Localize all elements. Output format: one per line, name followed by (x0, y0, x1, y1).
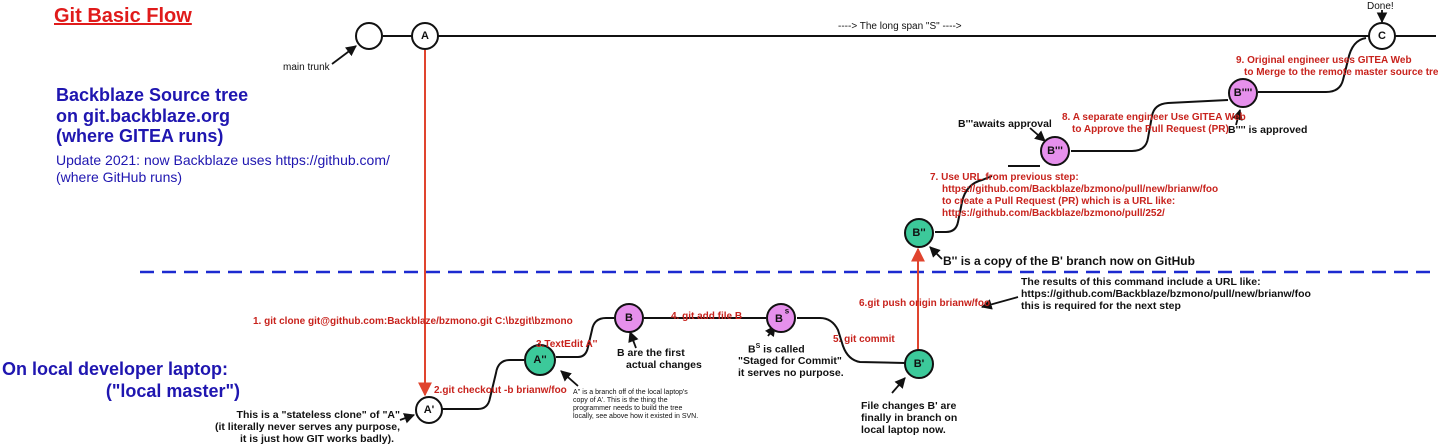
local-heading-1: On local developer laptop: (2, 359, 229, 379)
step-3: 3.TextEdit A'' (536, 339, 598, 350)
node-b-label: B (625, 312, 633, 324)
step-7-line1: 7. Use URL from previous step: (930, 172, 1079, 183)
node-b-staged-label: B (775, 313, 783, 325)
long-span-label: ----> The long span "S" ----> (838, 21, 962, 32)
step-7-line2: https://github.com/Backblaze/bzmono/pull… (942, 184, 1219, 195)
node-b-tprime-label: B''' (1047, 145, 1063, 157)
step-7-line4: https://github.com/Backblaze/bzmono/pull… (942, 208, 1165, 219)
a-dprime-pointer (560, 370, 579, 387)
step-9-line2: to Merge to the remote master source tre… (1244, 67, 1438, 78)
step-9-line1: 9. Original engineer uses GITEA Web (1236, 55, 1412, 66)
approved-note: B'''' is approved (1228, 124, 1308, 136)
a-dprime-note-1: A'' is a branch off of the local laptop'… (573, 389, 688, 396)
node-c: C (1368, 22, 1396, 50)
main-trunk-label: main trunk (283, 62, 330, 73)
server-heading-2: on git.backblaze.org (56, 106, 231, 126)
step-1: 1. git clone git@github.com:Backblaze/bz… (253, 316, 573, 327)
step-5: 5. git commit (833, 334, 895, 345)
server-heading-1: Backblaze Source tree (56, 85, 249, 105)
bdp-pointer (929, 246, 943, 260)
done-label: Done! (1367, 1, 1394, 12)
node-a-dprime: A'' (524, 344, 556, 376)
stateless-note-2: (it literally never serves any purpose, (214, 421, 400, 433)
bs-note-name: B (748, 343, 756, 356)
local-heading-2: ("local master") (105, 381, 240, 401)
step-8-line1: 8. A separate engineer Use GITEA Web (1062, 112, 1246, 123)
local-branch-line (442, 317, 906, 410)
push-note-1: The results of this command include a UR… (1021, 276, 1261, 288)
page-title: Git Basic Flow (54, 5, 192, 27)
node-b: B (614, 303, 644, 333)
node-b-tprime: B''' (1040, 136, 1070, 166)
server-heading-3: (where GITEA runs) (56, 126, 224, 146)
node-b-prime-label: B' (914, 358, 925, 370)
server-update-2: (where GitHub runs) (56, 169, 183, 185)
push-note-3: this is required for the next step (1021, 300, 1181, 312)
bp-note-3: local laptop now. (861, 424, 946, 436)
b-note-1: B are the first (617, 347, 685, 359)
bdp-copy-note: B'' is a copy of the B' branch now on Gi… (943, 254, 1195, 268)
a-dprime-note-3: programmer needs to build the tree (573, 405, 683, 412)
bp-note-1: File changes B' are (861, 400, 957, 412)
bs-note-text: is called (760, 343, 805, 356)
node-b-dprime: B'' (904, 218, 934, 248)
node-a-prime: A' (415, 396, 443, 424)
push-note-2: https://github.com/Backblaze/bzmono/pull… (1021, 288, 1311, 300)
node-a: A (411, 22, 439, 50)
awaits-note: B'''awaits approval (958, 118, 1052, 130)
bs-note-sup: S (755, 343, 761, 350)
node-trunk-start (355, 22, 383, 50)
node-b-qprime-label: B'''' (1234, 87, 1253, 99)
b-note-2: actual changes (626, 359, 702, 371)
node-b-staged: B s (766, 303, 796, 333)
server-update-1: Update 2021: now Backblaze uses https://… (56, 152, 390, 168)
step-4: 4. git add file B (671, 311, 743, 322)
remote-branch-line (935, 37, 1367, 233)
bs-note-2: "Staged for Commit" (738, 355, 842, 367)
step-6: 6.git push origin brianw/foo (859, 298, 991, 309)
stateless-pointer (399, 413, 416, 424)
step-8-line2: to Approve the Pull Request (PR) (1072, 124, 1229, 135)
stateless-note-3: it is just how GIT works badly). (239, 433, 394, 445)
node-a-prime-label: A' (424, 404, 435, 416)
node-b-qprime: B'''' (1228, 78, 1258, 108)
bp-pointer (891, 377, 906, 394)
node-a-label: A (421, 30, 429, 42)
a-dprime-note-4: locally, see above how it existed in SVN… (573, 413, 699, 420)
push-note-pointer (980, 296, 1019, 310)
trunk-pointer (331, 45, 357, 65)
b-pointer (628, 330, 639, 349)
a-dprime-note-2: copy of A'. This is the thing the (573, 397, 668, 404)
step-2: 2.git checkout -b brianw/foo (434, 385, 567, 396)
stateless-note-1: This is a "stateless clone" of "A" (236, 409, 400, 421)
node-b-dprime-label: B'' (912, 227, 926, 239)
node-b-staged-sup: s (785, 307, 790, 316)
bs-note-3: it serves no purpose. (738, 367, 844, 379)
node-a-dprime-label: A'' (533, 354, 547, 366)
bs-note-1: BS is called (748, 343, 805, 356)
bp-note-2: finally in branch on (861, 412, 958, 424)
node-c-label: C (1378, 30, 1386, 42)
awaits-pointer (1029, 127, 1046, 142)
step-7-line3: to create a Pull Request (PR) which is a… (942, 196, 1176, 207)
node-b-prime: B' (904, 349, 934, 379)
approved-pointer (1232, 108, 1243, 126)
